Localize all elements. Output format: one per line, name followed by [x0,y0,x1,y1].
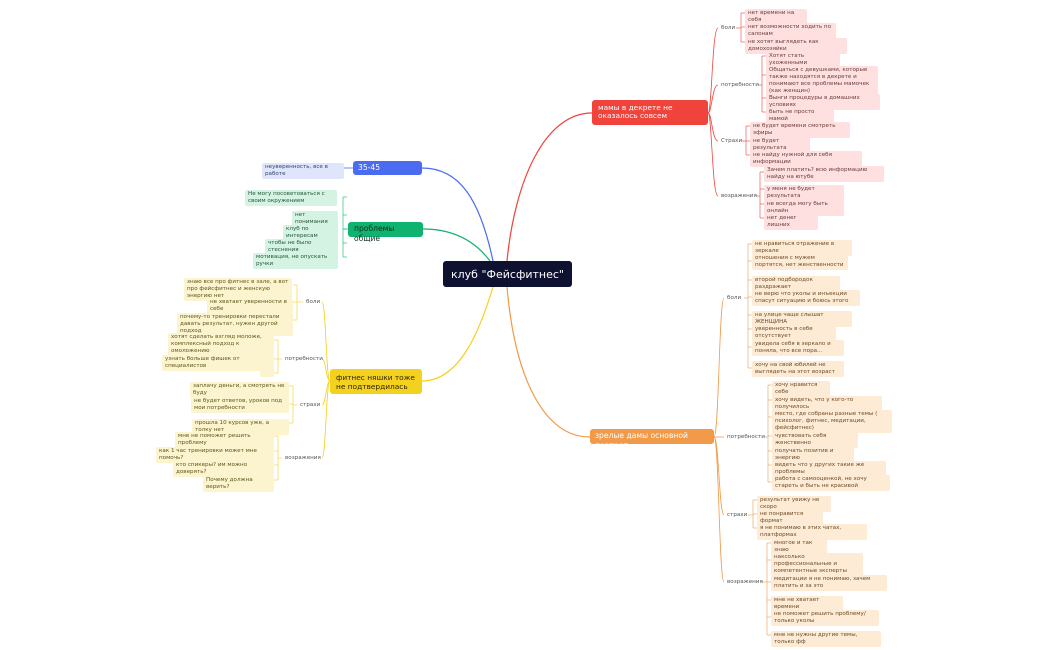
fitness-need-1[interactable]: хотят сделать взгляд моложе, комплексный… [168,333,274,356]
fitness-fear-1[interactable]: заплачу деньги, а смотреть не буду [190,382,289,398]
common-item-3[interactable]: клуб по интересам [283,225,338,241]
moms-objection-2[interactable]: у меня не будет результата [764,185,844,201]
moms-objection-4[interactable]: нет денег лишних [764,214,818,230]
mature-pain-5[interactable]: на улице чаще слышат ЖЕНЩИНА [752,311,852,327]
mature-pain-4[interactable]: не верю что уколы и инъекции спасут ситу… [752,290,860,306]
moms-fear-3[interactable]: не найду нужной для себя информации [750,151,862,167]
common-item-5[interactable]: мотивация, не опускать ручки [253,253,338,269]
branch-single[interactable]: 35-45 одинокие [353,161,422,182]
mature-pain-8[interactable]: хочу на свой юбилей не выглядеть на этот… [752,361,844,377]
fitness-objection-2[interactable]: как 1 час тренировки может мне помочь? [156,447,274,463]
mature-objection-1[interactable]: многое и так знаю [771,539,827,555]
moms-group-needs[interactable]: потребности [721,82,759,88]
mature-objection-4[interactable]: мне не хватает времени [771,596,843,612]
mature-pain-7[interactable]: увидела себя в зеркало и поняла, что все… [752,340,844,356]
link-center-moms [506,112,593,262]
mature-need-4[interactable]: чувствовать себя женственно [772,432,858,448]
link-center-common [422,228,491,262]
link-fitness-group-1 [321,301,331,382]
moms-need-1[interactable]: Хотят стать ухоженными [766,52,840,68]
fitness-objection-3[interactable]: кто спикеры? им можно доверять? [173,461,274,477]
single-item-1[interactable]: неуверенность, все в работе [262,163,344,179]
mature-pain-1[interactable]: не нравиться отражение в зеркале [752,240,852,256]
moms-need-4[interactable]: быть не просто мамой [766,108,834,124]
link-mature-group-4 [713,436,725,583]
link-fitness-group-3 [321,380,331,406]
fitness-need-3[interactable] [260,369,274,377]
mature-pain-2[interactable]: отношения с мужем портятся, нет женствен… [752,254,848,270]
mature-need-6[interactable]: видеть что у других такие же проблемы [772,461,886,477]
mature-fear-3[interactable]: я не понимаю в этих чатах, платформах [757,524,867,540]
moms-pain-1[interactable]: нет времени на себя [745,9,807,25]
mature-objection-3[interactable]: медитации я не понимаю, зачем платить и … [771,575,887,591]
link-moms-group-3 [707,112,719,142]
fitness-pain-3[interactable]: почему-то тренировки перестали давать ре… [177,313,293,336]
fitness-pain-2[interactable]: не хватает уверенности в себе [207,298,293,314]
fitness-group-fears[interactable]: страхи [300,402,321,408]
mature-group-needs[interactable]: потребности [727,434,765,440]
branch-fitness[interactable]: фитнес няшки тоже не подтвердилась [330,369,422,394]
common-item-2[interactable]: нет понимания [292,211,338,227]
fitness-group-objections[interactable]: возражения [285,455,321,461]
link-mature-group-1 [713,297,725,438]
mature-group-pains[interactable]: боли [727,295,742,301]
mature-need-2[interactable]: хочу видеть, что у кого-то получилось [772,396,882,412]
mature-group-fears[interactable]: страхи [727,512,748,518]
link-center-fitness [421,286,494,382]
moms-group-objections[interactable]: возражения [721,193,757,199]
link-center-mature [506,286,591,438]
fitness-pain-1[interactable]: знаю все про фитнес в зале, а вот про фе… [184,278,292,301]
moms-objection-1[interactable]: Зачем платить? всю информацию найду на ю… [764,166,884,182]
fitness-fear-2[interactable]: не будет ответов, уроков под мои потребн… [191,397,289,413]
mature-need-7[interactable]: работа с самооценкой, не хочу стареть и … [772,475,890,491]
branch-mature[interactable]: зрелые дамы основной портрет [590,429,714,450]
fitness-fear-3[interactable]: прошла 10 курсов уже, а толку нет [192,419,289,435]
mature-pain-6[interactable]: уверенность в себе отсутствует [752,325,836,341]
link-mature-group-3 [713,436,725,516]
link-fitness-group-4 [321,380,331,459]
fitness-group-needs[interactable]: потребности [285,356,323,362]
moms-group-pains[interactable]: боли [721,25,736,31]
branch-common[interactable]: проблемы общие [348,222,423,243]
link-center-single [421,167,494,262]
moms-pain-3[interactable]: не хотят выглядеть как домохозяйки [745,38,847,54]
link-moms-group-1 [707,27,719,114]
common-item-1[interactable]: Не могу посоветоваться с своим окружение… [245,190,337,206]
link-moms-group-4 [707,112,719,197]
branch-moms[interactable]: мамы в декрете не оказалось совсем [592,100,708,125]
moms-objection-3[interactable]: не всегда могу быть онлайн [764,200,844,216]
fitness-group-pains[interactable]: боли [306,299,321,305]
mature-need-5[interactable]: получать позитив и энергию [772,447,854,463]
moms-fear-2[interactable]: не будет результата [750,137,810,153]
mature-need-3[interactable]: место, где собраны разные темы ( психоло… [772,410,892,433]
mature-group-objections[interactable]: возражения [727,579,763,585]
moms-need-2[interactable]: Общаться с девушками, которые также нахо… [766,66,878,96]
moms-need-3[interactable]: Вынги процедуры в домашних условиях [766,94,880,110]
moms-fear-1[interactable]: не будет времени смотреть эфиры [750,122,850,138]
mature-fear-1[interactable]: результат увижу не скоро [757,496,831,512]
mature-objection-6[interactable]: мне не нужны другие темы, только фф [771,631,881,647]
mature-objection-2[interactable]: наксолько профессиональные и компетентны… [771,553,863,576]
mature-objection-5[interactable]: не поможет решить проблему/ только уколы [771,610,879,626]
fitness-objection-1[interactable]: мне не поможет решить проблему [175,432,274,448]
moms-group-fears[interactable]: Страхи [721,138,743,144]
mature-fear-2[interactable]: не понравится формат [757,510,823,526]
fitness-objection-4[interactable]: Почему должна верить? [203,476,274,492]
central-topic[interactable]: клуб "Фейсфитнес" [443,261,572,287]
link-fitness-group-2 [321,358,331,382]
link-moms-group-2 [707,84,719,114]
fitness-need-2[interactable]: узнать больше фишек от специалистов [162,355,274,371]
mature-pain-3[interactable]: второй подбородок раздражает [752,276,840,292]
moms-pain-2[interactable]: нет возможности ходить по салонам [745,23,836,39]
common-item-4[interactable]: чтобы не было стеснения [265,239,338,255]
mature-need-1[interactable]: хочу нравится себе [772,381,830,397]
